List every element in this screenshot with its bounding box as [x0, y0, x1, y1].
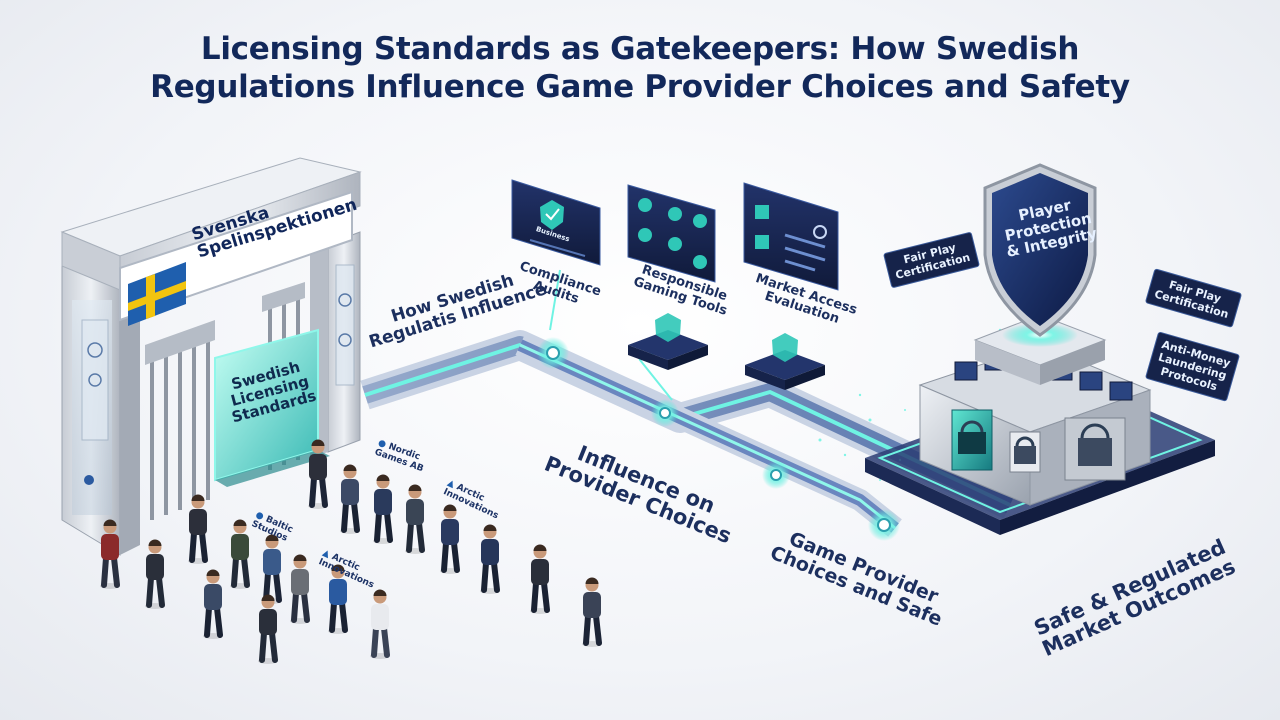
person-figure	[340, 464, 360, 534]
person-figure	[290, 554, 310, 624]
person-figure	[373, 474, 393, 544]
person-figure	[100, 519, 120, 589]
title-line-1: Licensing Standards as Gatekeepers: How …	[200, 31, 1080, 67]
person-figure	[145, 539, 165, 609]
person-figure	[440, 504, 460, 574]
provider-people	[100, 439, 602, 664]
regulation-path	[360, 269, 1017, 541]
vault-fortress	[84, 163, 1215, 535]
person-figure	[230, 519, 250, 589]
licensing-gate	[60, 157, 362, 556]
person-figure	[405, 484, 425, 554]
title-line-2: Regulations Influence Game Provider Choi…	[150, 69, 1130, 105]
person-figure	[262, 534, 282, 604]
person-figure	[530, 544, 550, 614]
person-figure	[188, 494, 208, 564]
page-title: Licensing Standards as Gatekeepers: How …	[0, 30, 1280, 106]
checkpoint-panels	[511, 179, 839, 390]
person-figure	[308, 439, 328, 509]
person-figure	[203, 569, 223, 639]
person-figure	[328, 564, 348, 634]
person-figure	[480, 524, 500, 594]
person-figure	[582, 577, 602, 647]
person-figure	[258, 594, 278, 664]
swedish-flag-icon	[128, 262, 186, 326]
person-figure	[370, 589, 390, 659]
